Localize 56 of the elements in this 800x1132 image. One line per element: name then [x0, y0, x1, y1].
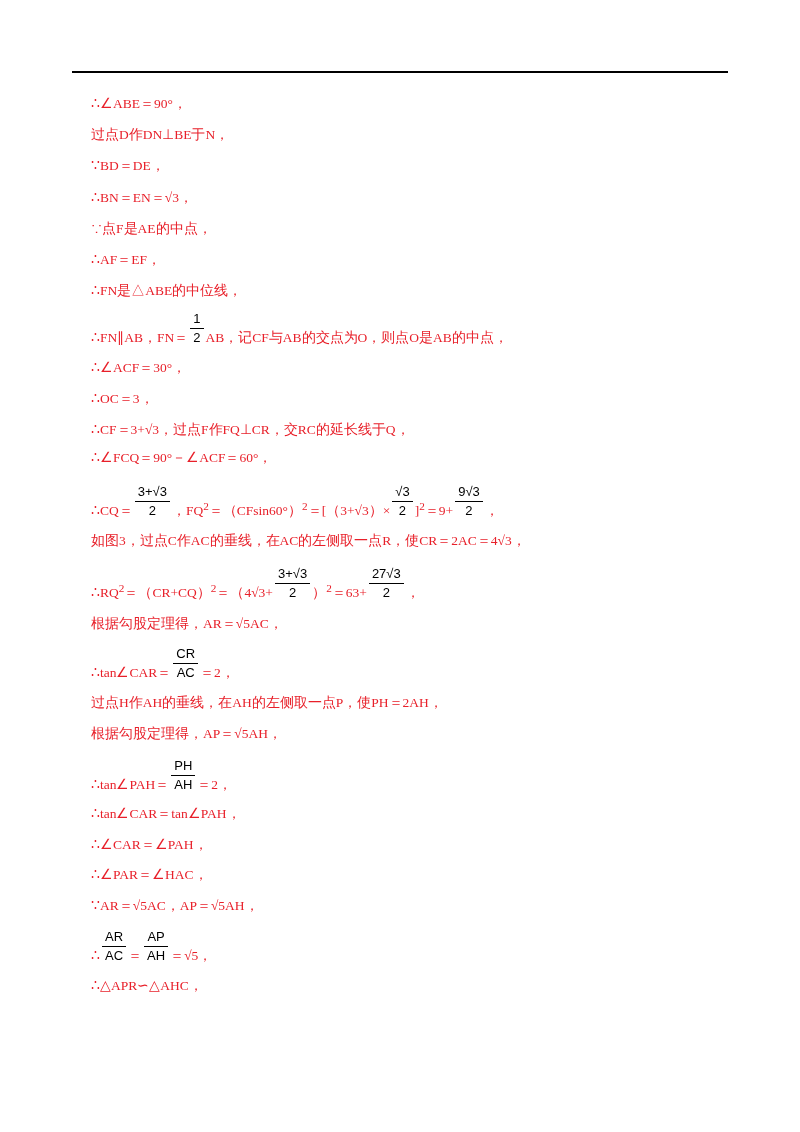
fraction-denominator: 2 [397, 502, 408, 519]
fraction-denominator: 2 [464, 502, 474, 519]
fraction-numerator: AP [144, 929, 169, 947]
proof-text: ， [405, 585, 420, 600]
fraction-denominator: AH [173, 776, 194, 793]
proof-line: ∴∠PAR＝∠HAC， [91, 867, 208, 883]
proof-text: ＝2， [197, 777, 233, 792]
proof-text: ]$^{2}$＝9+ [414, 503, 454, 518]
proof-text: ∴tan∠PAH＝ [91, 777, 170, 792]
proof-text: ∴tan∠CAR＝ [91, 665, 172, 680]
proof-line: ∴△APR∽△AHC， [91, 978, 203, 994]
proof-text: ）$^{2}$＝63+ [312, 585, 367, 600]
fraction-numerator: PH [171, 758, 196, 776]
proof-text: ∴ [91, 948, 100, 963]
proof-line: ∴CF＝3+√3，过点F作FQ⊥CR，交RC的延长线于Q， [91, 422, 410, 438]
proof-line: ∴∠FCQ＝90°－∠ACF＝60°， [91, 450, 273, 466]
fraction-numerator: 3+√3 [274, 566, 311, 584]
fraction-denominator: AC [175, 664, 196, 681]
proof-text: ， [484, 503, 499, 518]
proof-text: AB，记CF与AB的交点为O，则点O是AB的中点， [205, 330, 508, 345]
fraction-numerator: CR [173, 646, 199, 664]
proof-line: ∴∠ABE＝90°， [91, 96, 187, 112]
proof-text: ∴RQ$^{2}$＝（CR+CQ）$^{2}$＝（4√3+ [91, 585, 273, 600]
fraction-numerator: 3+√3 [134, 484, 170, 502]
proof-line: ∵AR＝√5AC，AP＝√5AH， [91, 898, 259, 914]
fraction-numerator: 9√3 [455, 484, 483, 502]
fraction-denominator: 2 [287, 584, 298, 601]
proof-line: ∴AF＝EF， [91, 252, 161, 268]
proof-line: ∴∠CAR＝∠PAH， [91, 837, 208, 853]
proof-line: 根据勾股定理得，AR＝√5AC， [91, 616, 283, 632]
proof-line: ∵BD＝DE， [91, 158, 165, 174]
proof-text: ，FQ$^{2}$＝（CFsin60°）$^{2}$＝[（3+√3）× [171, 503, 391, 518]
proof-text: ＝2， [200, 665, 235, 680]
proof-line: ∴FN是△ABE的中位线， [91, 283, 243, 299]
fraction-numerator: AR [102, 929, 127, 947]
proof-line: ∴BN＝EN＝√3， [91, 190, 193, 206]
proof-text: ∴FN∥AB，FN＝ [91, 330, 189, 345]
proof-text: ＝√5， [170, 948, 213, 963]
proof-line: 如图3，过点C作AC的垂线，在AC的左侧取一点R，使CR＝2AC＝4√3， [91, 533, 526, 549]
proof-line: 过点D作DN⊥BE于N， [91, 127, 230, 143]
fraction-denominator: 2 [147, 502, 157, 519]
proof-line: 过点H作AH的垂线，在AH的左侧取一点P，使PH＝2AH， [91, 695, 443, 711]
fraction-denominator: 2 [192, 329, 202, 346]
proof-line: ∴OC＝3， [91, 391, 154, 407]
proof-line: ∴∠ACF＝30°， [91, 360, 187, 376]
proof-text: ∴CQ＝ [91, 503, 133, 518]
fraction-denominator: AC [104, 947, 125, 964]
fraction-numerator: 27√3 [368, 566, 404, 584]
fraction-denominator: 2 [381, 584, 391, 601]
proof-line: 根据勾股定理得，AP＝√5AH， [91, 726, 282, 742]
fraction-denominator: AH [146, 947, 167, 964]
fraction-numerator: √3 [392, 484, 413, 502]
proof-text: ＝ [128, 948, 143, 963]
proof-line: ∵点F是AE的中点， [91, 221, 212, 237]
proof-line: ∴tan∠CAR＝tan∠PAH， [91, 806, 241, 822]
fraction-numerator: 1 [190, 311, 204, 329]
